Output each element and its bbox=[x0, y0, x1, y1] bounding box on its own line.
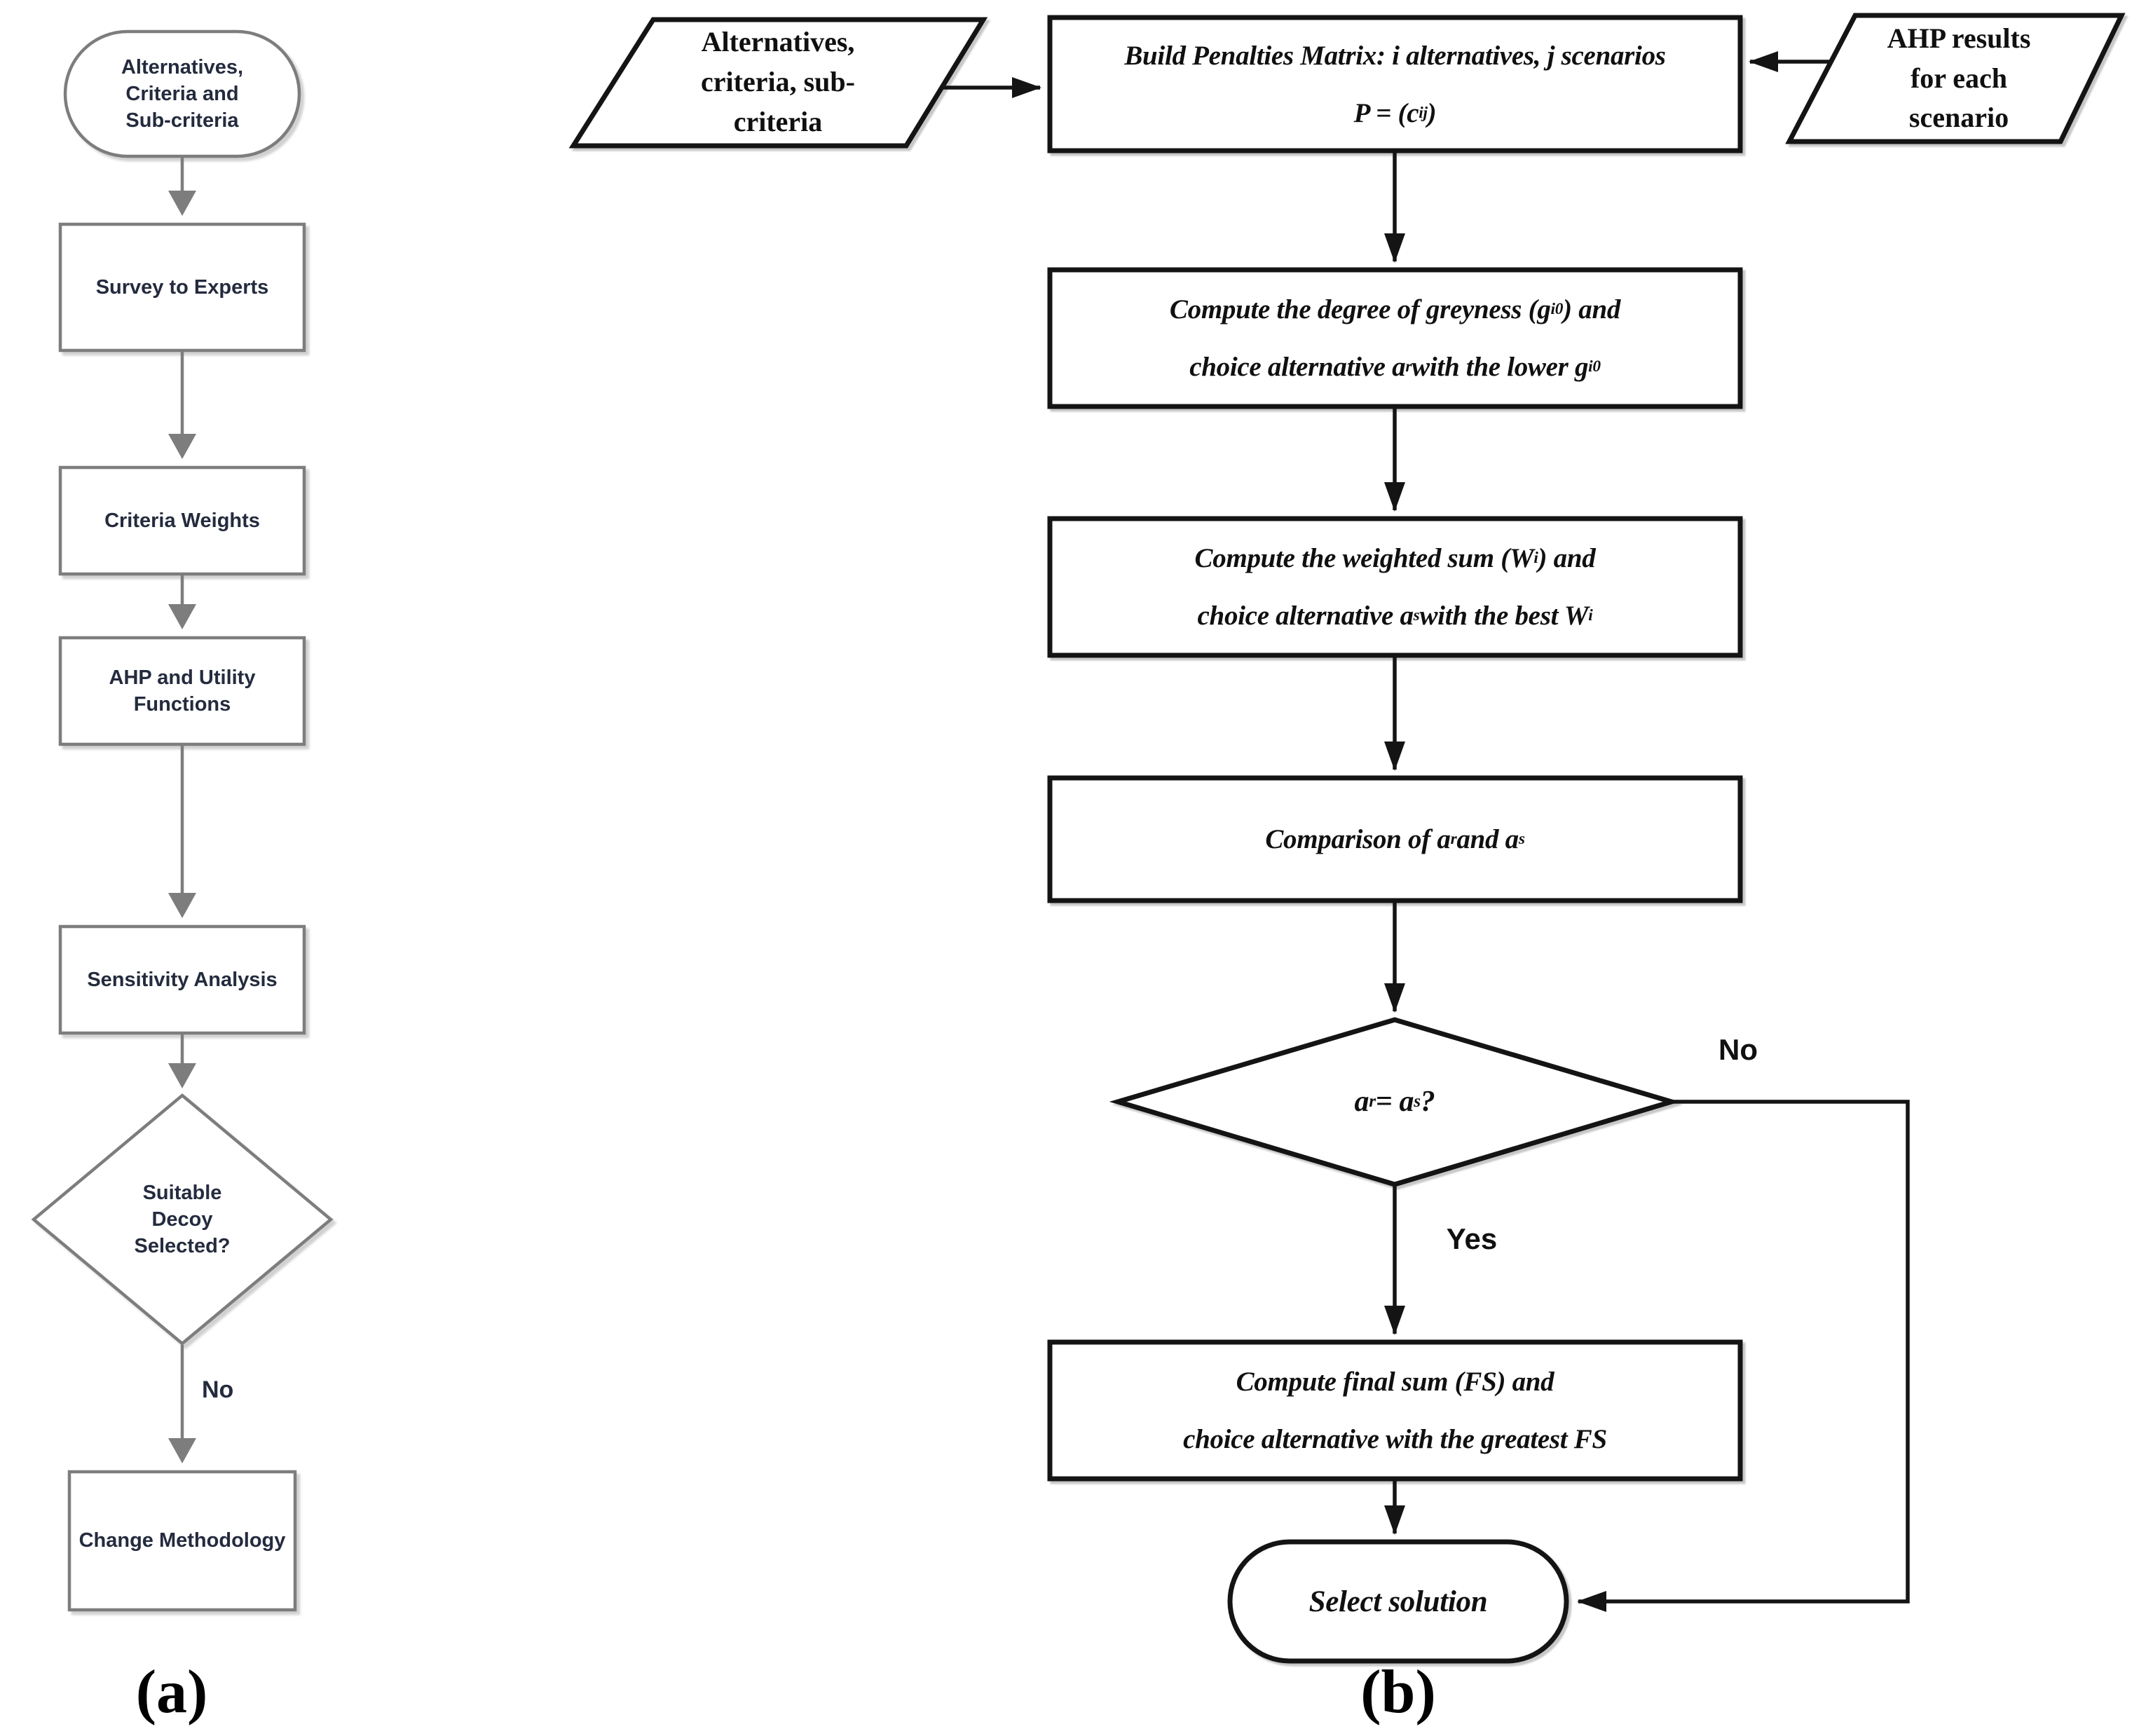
start-terminator-label: Alternatives, Criteria and Sub-criteria bbox=[121, 55, 244, 132]
sensitivity-process-shape bbox=[58, 924, 306, 1035]
weights-process-label: Criteria Weights bbox=[104, 509, 260, 532]
input-left-label: Alternatives, criteria, sub- criteria bbox=[701, 26, 855, 137]
final-sum-process-label: Compute final sum (FS) and choice altern… bbox=[1183, 1367, 1607, 1454]
caption-b: (b) bbox=[1360, 1658, 1436, 1726]
build-matrix-shape bbox=[1047, 15, 1743, 153]
survey-process-label: Survey to Experts bbox=[95, 275, 269, 299]
greyness-process-shape bbox=[1047, 267, 1743, 409]
input-right-parallelogram bbox=[1785, 13, 2126, 144]
edge-label-no-a: No bbox=[202, 1376, 234, 1403]
edge-label-yes-b: Yes bbox=[1446, 1222, 1498, 1255]
input-right-label: AHP results for each scenario bbox=[1887, 22, 2031, 134]
survey-process-shape bbox=[58, 222, 306, 353]
weighted-process-shape bbox=[1047, 516, 1743, 658]
sensitivity-process-label: Sensitivity Analysis bbox=[87, 968, 278, 991]
start-terminator-shape bbox=[63, 29, 301, 158]
flow-arrow-no bbox=[1577, 1100, 1910, 1612]
ahp-process-shape bbox=[58, 636, 306, 746]
weights-process-shape bbox=[58, 465, 306, 576]
caption-a: (a) bbox=[135, 1658, 208, 1726]
change-process-label: Change Methodology bbox=[78, 1529, 286, 1552]
select-terminator-shape bbox=[1227, 1539, 1569, 1664]
decoy-decision-label: Suitable Decoy Selected? bbox=[134, 1181, 231, 1258]
decoy-decision-diamond bbox=[31, 1093, 334, 1346]
flowchart-a bbox=[31, 29, 334, 1612]
comparison-process-shape bbox=[1047, 775, 1743, 903]
select-terminator-label: Select solution bbox=[1308, 1585, 1488, 1618]
build-matrix-label: Build Penalties Matrix: i alternatives, … bbox=[1124, 40, 1666, 128]
ahp-process-label: AHP and Utility Functions bbox=[109, 666, 256, 716]
edge-label-no-b: No bbox=[1718, 1033, 1758, 1066]
flowchart-b bbox=[568, 13, 2126, 1664]
change-process-shape bbox=[67, 1470, 297, 1612]
input-left-parallelogram bbox=[568, 17, 988, 149]
final-sum-process-shape bbox=[1047, 1339, 1743, 1482]
